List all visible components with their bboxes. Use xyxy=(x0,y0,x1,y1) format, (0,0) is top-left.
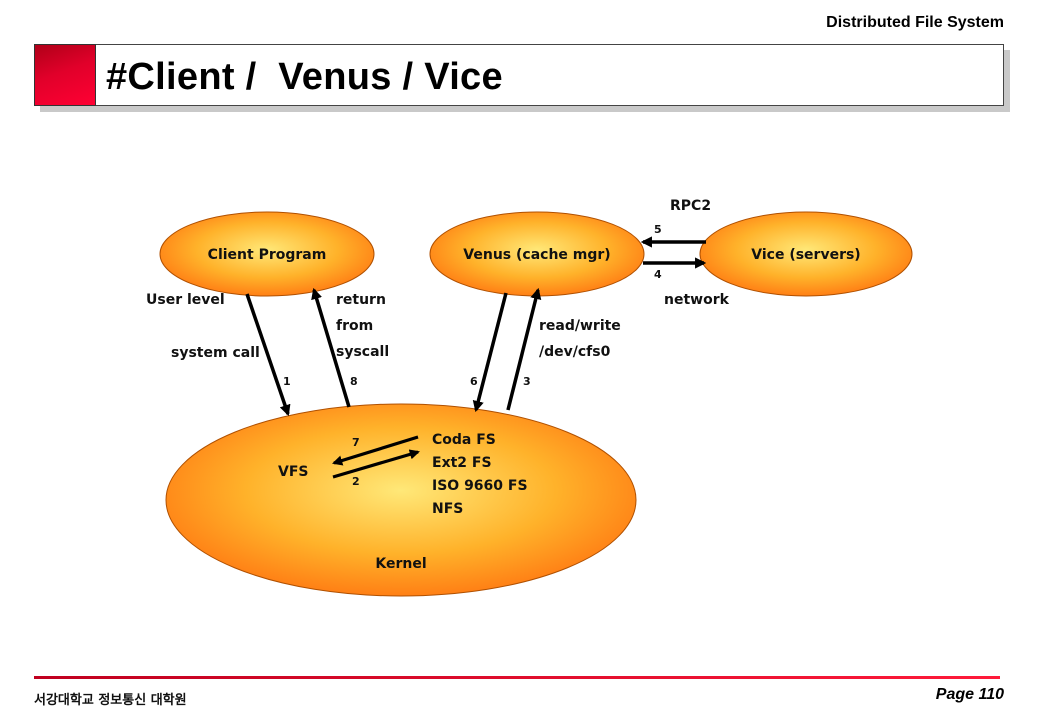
footer-divider xyxy=(34,676,1000,679)
arrow-2-to-fs xyxy=(332,449,420,479)
from-label: from xyxy=(336,318,373,334)
step-7-label: 7 xyxy=(352,436,360,449)
header-label: Distributed File System xyxy=(826,14,1004,31)
network-label: network xyxy=(664,292,730,308)
page-title: #Client / Venus / Vice xyxy=(106,56,503,98)
step-2-label: 2 xyxy=(352,475,360,488)
client-program-ellipse xyxy=(159,211,375,297)
dev-cfs0-label: /dev/cfs0 xyxy=(539,344,611,360)
read-write-label: read/write xyxy=(539,318,621,334)
arrow-6-to-kernel xyxy=(472,292,508,413)
fs-iso9660-label: ISO 9660 FS xyxy=(432,478,528,494)
fs-coda-label: Coda FS xyxy=(432,432,496,448)
arrow-1-system-call xyxy=(245,293,291,417)
arrow-8-return xyxy=(311,287,351,408)
step-1-label: 1 xyxy=(283,375,291,388)
syscall-label: syscall xyxy=(336,344,389,360)
step-4-label: 4 xyxy=(654,268,662,281)
arrow-3-to-venus xyxy=(506,287,542,411)
footer-institution: 서강대학교 정보통신 대학원 xyxy=(34,693,187,708)
vice-ellipse xyxy=(699,211,913,297)
page-number: Page 110 xyxy=(935,686,1004,703)
vice-label: Vice (servers) xyxy=(751,247,860,263)
kernel-label: Kernel xyxy=(375,556,426,572)
vfs-label: VFS xyxy=(278,464,308,480)
kernel-ellipse xyxy=(165,403,637,597)
step-5-label: 5 xyxy=(654,223,662,236)
fs-ext2-label: Ext2 FS xyxy=(432,455,492,471)
user-level-label: User level xyxy=(146,292,225,308)
fs-nfs-label: NFS xyxy=(432,501,463,517)
return-label: return xyxy=(336,292,386,308)
step-6-label: 6 xyxy=(470,375,478,388)
step-8-label: 8 xyxy=(350,375,358,388)
title-accent-square xyxy=(34,44,96,106)
client-program-label: Client Program xyxy=(208,247,327,263)
system-call-label: system call xyxy=(171,345,260,361)
title-box xyxy=(34,44,1004,106)
venus-label: Venus (cache mgr) xyxy=(463,247,610,263)
arrow-7-to-vfs xyxy=(332,435,419,466)
step-3-label: 3 xyxy=(523,375,531,388)
rpc2-label: RPC2 xyxy=(670,198,711,214)
